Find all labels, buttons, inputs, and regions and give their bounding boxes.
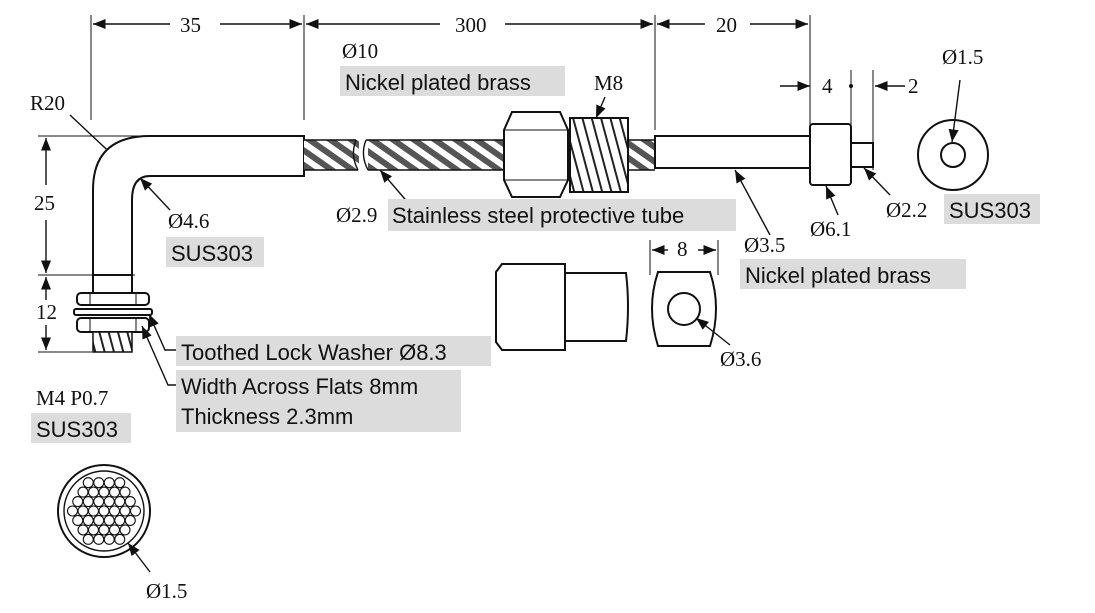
fiber-core <box>82 477 94 489</box>
fiber-core <box>108 486 121 498</box>
thread-m8: M8 <box>594 71 623 95</box>
dia-1-5-bottom: Ø1.5 <box>146 579 187 603</box>
dia-10: Ø10 <box>342 39 378 63</box>
thread-m4: M4 P0.7 <box>36 386 108 410</box>
fiber-core <box>77 505 89 517</box>
dim-300: 300 <box>455 13 487 37</box>
material-probe-body: Nickel plated brass <box>745 263 931 288</box>
fiber-core <box>72 514 84 527</box>
dim-2: 2 <box>908 74 919 98</box>
fiber-core <box>98 486 110 498</box>
fiber-core <box>119 524 131 536</box>
fiber-bundle-section <box>57 464 151 558</box>
fiber-core <box>103 477 115 489</box>
dia-4-6: Ø4.6 <box>168 209 209 233</box>
radius-r20: R20 <box>30 91 65 115</box>
fiber-core <box>114 533 126 545</box>
material-protective-tube: Stainless steel protective tube <box>392 203 684 228</box>
fiber-core <box>66 505 79 517</box>
phi61-leader <box>825 185 839 216</box>
fiber-core <box>124 514 136 527</box>
fiber-core <box>103 514 115 527</box>
fiber-core <box>98 505 110 517</box>
phi35-leader <box>734 169 771 236</box>
dim-4: 4 <box>822 74 833 98</box>
phi15-bottom-leader <box>127 542 151 573</box>
fiber-core <box>119 486 131 498</box>
dim-25: 25 <box>34 191 55 215</box>
fiber-core <box>124 495 136 508</box>
fiber-core <box>77 524 89 536</box>
fiber-core <box>93 495 105 508</box>
fiber-core <box>119 505 131 517</box>
material-thread: SUS303 <box>36 417 118 442</box>
fiber-core <box>87 505 100 517</box>
fiber-core <box>108 505 121 517</box>
fiber-core <box>93 533 105 545</box>
material-tip: SUS303 <box>949 198 1031 223</box>
fiber-core <box>72 495 84 508</box>
hex-nut-m8 <box>503 111 629 198</box>
m8-leader <box>595 96 606 119</box>
fiber-core <box>82 533 94 545</box>
fiber-core <box>77 486 89 498</box>
callout-washer: Toothed Lock Washer Ø8.3 <box>181 340 447 365</box>
dia-6-1: Ø6.1 <box>810 217 851 241</box>
fiber-core <box>103 533 115 545</box>
fiber-core <box>82 514 94 527</box>
fiber-core <box>108 524 121 536</box>
probe-body <box>654 123 874 186</box>
dimension-lines-top <box>90 15 811 130</box>
fiber-core <box>98 524 110 536</box>
nut-leader <box>141 325 178 386</box>
bent-tube <box>92 135 305 276</box>
dim-12: 12 <box>36 300 57 324</box>
fiber-core <box>87 486 100 498</box>
fiber-core <box>93 477 105 489</box>
washer-leader <box>148 313 178 351</box>
phi22-leader <box>863 167 891 196</box>
dia-2-9: Ø2.9 <box>336 203 377 227</box>
dim-8: 8 <box>677 237 688 261</box>
callout-nut-flats: Width Across Flats 8mm <box>181 374 418 399</box>
lock-nut-assembly <box>73 274 153 353</box>
fiber-core <box>87 524 100 536</box>
fiber-core <box>114 477 126 489</box>
phi15-top-leader <box>948 79 961 143</box>
dia-2-2: Ø2.2 <box>886 198 927 222</box>
fiber-core <box>93 514 105 527</box>
fiber-core <box>114 495 126 508</box>
sleeve-side-view <box>495 263 629 351</box>
fiber-core <box>129 505 142 517</box>
dia-3-6: Ø3.6 <box>720 347 761 371</box>
dim-35: 35 <box>180 13 201 37</box>
dia-3-5: Ø3.5 <box>744 233 785 257</box>
fiber-core <box>114 514 126 527</box>
material-bent-tube: SUS303 <box>171 241 253 266</box>
fiber-core <box>82 495 94 508</box>
callout-nut-thickness: Thickness 2.3mm <box>181 404 353 429</box>
fiber-core <box>103 495 115 508</box>
phi46-leader <box>139 177 171 211</box>
material-nut: Nickel plated brass <box>345 70 531 95</box>
protective-tube <box>304 139 655 171</box>
phi36-leader <box>695 317 731 346</box>
dia-1-5-top: Ø1.5 <box>942 45 983 69</box>
tip-end-view <box>917 119 989 191</box>
dim-20: 20 <box>716 13 737 37</box>
